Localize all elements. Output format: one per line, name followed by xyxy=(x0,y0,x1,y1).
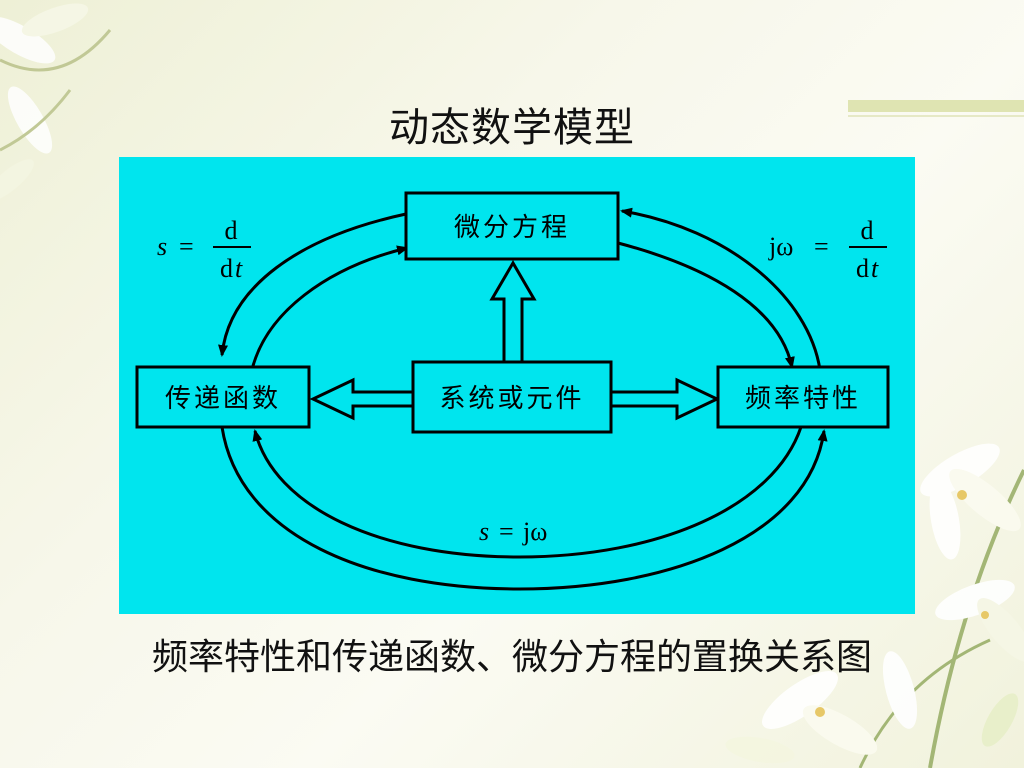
node-frequency-response: 频率特性 xyxy=(716,365,890,429)
formula-numerator: d xyxy=(225,216,238,245)
formula-jw-equals-d-dt: jω = d d t xyxy=(768,216,887,283)
node-label: 传递函数 xyxy=(165,384,281,414)
block-arrow-up xyxy=(489,260,537,364)
node-differential-equation: 微分方程 xyxy=(404,191,620,261)
formula-numerator: d xyxy=(861,216,874,245)
arrow-right-to-top xyxy=(620,207,822,371)
arrow-left-to-right xyxy=(220,426,828,591)
formula-denominator-d: d xyxy=(220,254,233,283)
block-arrow-right xyxy=(609,377,721,421)
formula-s-equals-d-dt: s = d d t xyxy=(157,216,251,283)
node-label: 系统或元件 xyxy=(439,384,584,414)
node-system-or-component: 系统或元件 xyxy=(411,360,613,434)
formula-lhs: s xyxy=(479,517,489,546)
block-arrow-left xyxy=(309,377,415,421)
formula-lhs: s xyxy=(157,232,167,261)
formula-denominator-d: d xyxy=(856,254,869,283)
page-title: 动态数学模型 xyxy=(389,105,635,151)
relation-diagram: 微分方程 传递函数 系统或元件 频率特性 s = d d t jω = d d … xyxy=(119,157,915,614)
node-transfer-function: 传递函数 xyxy=(135,365,311,429)
arrow-right-to-left xyxy=(252,426,803,559)
arrow-top-to-left xyxy=(218,212,407,357)
formula-equals: = xyxy=(179,232,194,261)
arrow-top-to-right xyxy=(617,241,795,369)
node-label: 频率特性 xyxy=(745,384,861,414)
figure-caption: 频率特性和传递函数、微分方程的置换关系图 xyxy=(151,637,872,678)
formula-rhs: jω xyxy=(522,517,547,546)
formula-denominator-t: t xyxy=(235,254,243,283)
node-label: 微分方程 xyxy=(454,213,570,243)
formula-lhs: jω xyxy=(768,232,793,261)
formula-equals: = xyxy=(814,232,829,261)
formula-s-equals-jw: s = jω xyxy=(479,517,547,546)
formula-denominator-t: t xyxy=(871,254,879,283)
arrow-left-to-top xyxy=(249,245,409,375)
formula-equals: = xyxy=(499,517,514,546)
